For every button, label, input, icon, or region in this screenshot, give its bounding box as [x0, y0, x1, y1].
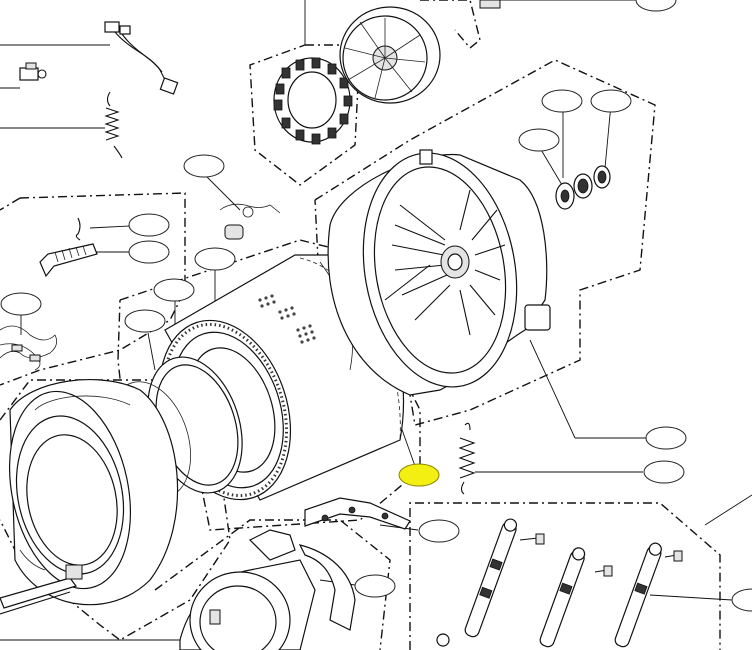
heater-bracket-icon	[304, 497, 411, 530]
hose-fitting-icon	[219, 203, 281, 240]
spring-icon	[104, 91, 123, 159]
stator-group-outline	[249, 44, 361, 186]
damper-icon	[436, 518, 683, 648]
callout-drum[interactable]	[124, 309, 166, 333]
callout-hose-fitting[interactable]	[183, 154, 225, 178]
callout-drum-gasket[interactable]	[153, 278, 195, 302]
hose-clip-icon	[75, 217, 81, 241]
front-cover-icon	[179, 529, 356, 650]
front-cover-group-outline	[154, 519, 391, 650]
callout-drain-hose[interactable]	[128, 240, 170, 264]
callout-rear-tub[interactable]	[645, 426, 687, 450]
front-tub-icon	[8, 379, 179, 606]
heater-icon	[0, 564, 83, 615]
callout-top-right[interactable]	[635, 0, 677, 12]
callouts	[0, 0, 752, 612]
hanger-spring-icon	[458, 422, 476, 495]
callout-bearing-1[interactable]	[541, 89, 583, 113]
tub-icon	[327, 149, 551, 396]
accessory-group-outline-2	[0, 197, 21, 211]
callout-damper[interactable]	[731, 588, 752, 612]
damper-group-outline	[409, 502, 721, 650]
callout-heater-bracket[interactable]	[418, 519, 460, 543]
accessory-group-outline	[0, 192, 186, 386]
harness-assy-icon	[0, 325, 58, 371]
callout-hanger-spring-highlighted[interactable]	[398, 463, 440, 487]
callout-harness-assy[interactable]	[0, 292, 42, 316]
stator-icon	[273, 57, 353, 145]
drum-perforation	[258, 294, 316, 344]
callout-front-cover[interactable]	[354, 574, 396, 598]
rotor-icon	[339, 0, 501, 104]
callout-bearing-2[interactable]	[590, 89, 632, 113]
drain-hose-icon	[39, 243, 98, 278]
cable-tie-icon	[19, 62, 47, 81]
wire-harness-icon	[104, 21, 179, 95]
callout-bearing-3[interactable]	[518, 128, 560, 152]
callout-hanger-spring[interactable]	[643, 460, 685, 484]
callout-hose-clip[interactable]	[128, 213, 170, 237]
callout-heater-ring[interactable]	[194, 247, 236, 271]
bearing-icon	[555, 165, 611, 210]
